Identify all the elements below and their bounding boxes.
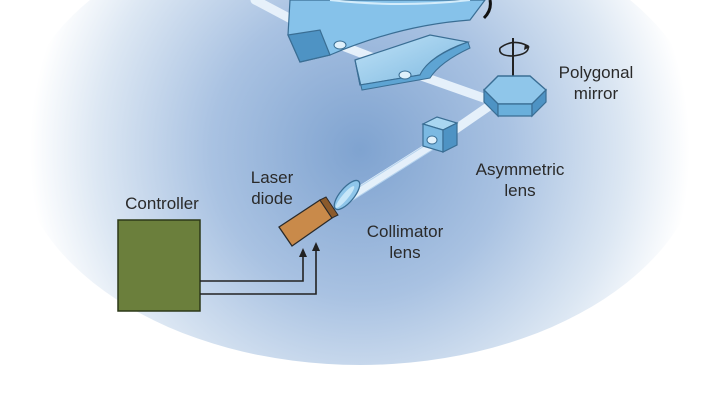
label-asymmetric-lens: Asymmetric lens [475,160,565,200]
cable-arrow-icon [482,0,492,20]
arrowhead-icon [299,248,307,257]
cylindrical-lens [287,0,486,63]
rotation-arrow-icon [498,41,529,57]
label-collimator-lens: Collimator lens [366,222,444,262]
asymmetric-lens [421,116,459,153]
laser-diode [278,196,339,247]
label-polygonal-mirror: Polygonal mirror [558,63,634,103]
label-laser-diode: Laser diode [250,168,294,208]
arrowhead-icon [312,242,320,251]
concave-lens [354,34,471,91]
polygonal-mirror [483,38,548,118]
collimator-lens [333,179,361,211]
controller-box [117,219,201,312]
control-wires [200,248,317,295]
label-controller: Controller [125,194,199,213]
